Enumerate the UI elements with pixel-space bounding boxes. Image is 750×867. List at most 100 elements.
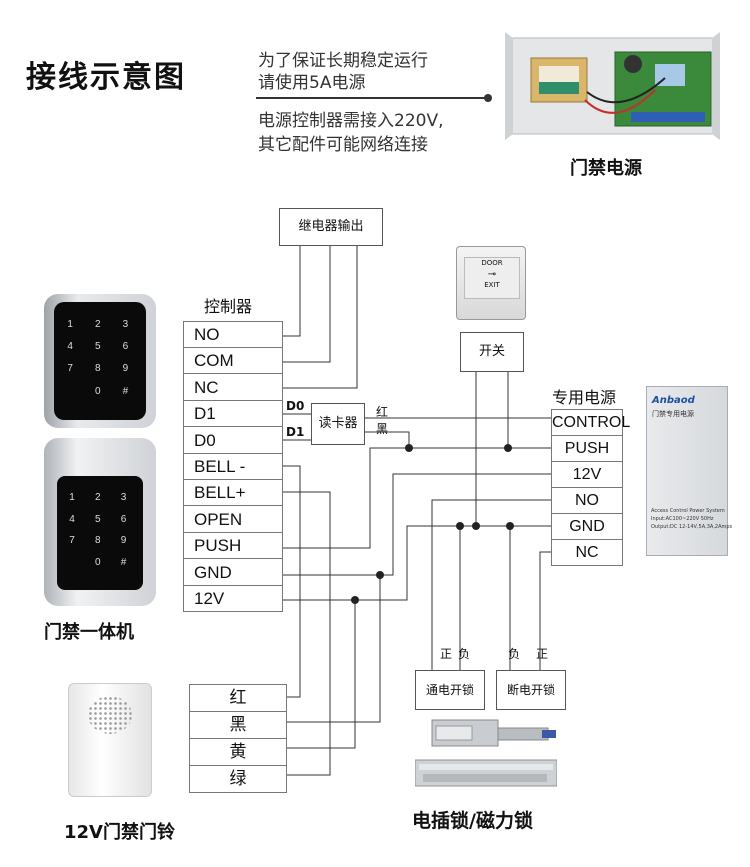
speaker-grille-icon (88, 696, 132, 734)
wire-nc-relay (281, 244, 358, 389)
wire-red-label: 红 (376, 405, 389, 419)
bell-terminal-2: 黄 (190, 739, 286, 766)
note-line-1: 为了保证长期稳定运行 (258, 51, 428, 71)
keypad-key[interactable]: 9 (122, 363, 129, 375)
relay-output-label: 继电器输出 (298, 219, 364, 234)
power-supply-photo (505, 30, 720, 142)
keypad-key[interactable]: 5 (95, 340, 101, 352)
electric-bolt-lock-photo (422, 718, 558, 748)
bell-terminal-1: 黑 (190, 712, 286, 739)
fail-safe-lock-label: 断电开锁 (506, 683, 555, 697)
keypad-bottom-screen: 1 2 3 4 5 6 7 8 9 0 # (57, 476, 143, 590)
fail-secure-lock-label: 通电开锁 (425, 683, 474, 697)
dedicated-power-label: 专用电源 (552, 388, 617, 407)
power-box-spec-3: Output:DC 12-14V,5A,3A,2Amps (651, 524, 733, 530)
controller-terminal-4: D0 (184, 428, 282, 454)
keypad-key[interactable]: # (120, 556, 127, 568)
exit-button-photo: DOOR ⊸ EXIT (456, 246, 526, 320)
keypad-key[interactable]: 6 (122, 340, 129, 352)
power-box-brand: Anbaod (652, 395, 695, 406)
keypad-key[interactable]: 5 (95, 513, 101, 525)
wire-no (431, 499, 551, 670)
keypad-key[interactable]: 1 (67, 318, 73, 330)
note-line-4: 其它配件可能网络连接 (258, 135, 428, 155)
keypad-top-photo: 1 2 3 4 5 6 7 8 9 0 # (44, 294, 156, 428)
controller-terminal-1: COM (184, 348, 282, 375)
lock2-pos-label: 正 (536, 647, 549, 661)
controller-terminal-0: NO (184, 322, 282, 348)
controller-terminal-5: BELL - (184, 454, 282, 480)
switch-box: 开关 (460, 332, 524, 372)
bell-terminal-block: 红黑黄绿 (189, 684, 287, 793)
key-icon: ⊸ (487, 269, 497, 280)
lock2-neg-label: 负 (508, 647, 521, 661)
lock1-neg-label: 负 (458, 647, 471, 661)
controller-terminal-10: 12V (184, 586, 282, 612)
controller-terminal-7: OPEN (184, 507, 282, 533)
keypad-key[interactable]: 8 (95, 535, 101, 547)
power-terminal-2: 12V (552, 462, 622, 488)
note-divider (256, 97, 488, 99)
keypad-caption: 门禁一体机 (44, 622, 134, 643)
reader-box: 读卡器 (311, 403, 365, 445)
wire-no-relay (281, 244, 301, 337)
power-terminal-5: NC (552, 540, 622, 566)
controller-terminal-3: D1 (184, 401, 282, 428)
keypad-key[interactable]: 4 (67, 340, 73, 352)
keypad-key[interactable]: 6 (120, 513, 127, 525)
exit-button-panel: DOOR ⊸ EXIT (464, 257, 520, 299)
power-box-sub: 门禁专用电源 (652, 410, 694, 418)
wire-black-label: 黑 (376, 422, 389, 436)
doorbell-photo (68, 683, 152, 797)
power-box-spec-1: Access Control Power System (651, 508, 725, 514)
magnetic-lock-photo (414, 756, 558, 790)
power-supply-photo-label: 门禁电源 (570, 158, 642, 179)
reader-label: 读卡器 (318, 416, 358, 431)
power-box-spec-2: Input:AC100~220V 50Hz (651, 516, 714, 522)
lock-caption: 电插锁/磁力锁 (412, 810, 533, 832)
exit-button-door-text: DOOR (481, 259, 503, 267)
bell-terminal-0: 红 (190, 685, 286, 712)
keypad-key[interactable]: 3 (122, 318, 129, 330)
power-box-photo: Anbaod 门禁专用电源 Access Control Power Syste… (646, 386, 732, 556)
power-terminal-3: NO (552, 488, 622, 514)
note-line-2: 请使用5A电源 (258, 73, 366, 93)
wire-reader-black (363, 431, 410, 448)
power-terminal-1: PUSH (552, 436, 622, 462)
keypad-key[interactable]: 2 (95, 491, 101, 503)
wire-nc (539, 551, 551, 670)
wire-d1-label: D1 (286, 425, 305, 439)
keypad-key[interactable]: 7 (69, 535, 75, 547)
keypad-key[interactable]: 1 (69, 491, 75, 503)
wire-bell-plus (281, 491, 331, 776)
controller-label: 控制器 (204, 297, 253, 316)
keypad-key[interactable]: 9 (120, 535, 127, 547)
keypad-key[interactable]: 0 (95, 385, 101, 397)
fail-safe-lock-box: 断电开锁 (496, 670, 566, 710)
keypad-key[interactable]: 2 (95, 318, 101, 330)
page-title: 接线示意图 (26, 60, 186, 95)
keypad-key[interactable]: 8 (95, 363, 101, 375)
keypad-key[interactable]: 4 (69, 513, 75, 525)
keypad-top-screen: 1 2 3 4 5 6 7 8 9 0 # (54, 302, 146, 420)
note-divider-dot (484, 94, 492, 102)
wire-com-relay (281, 244, 331, 363)
switch-label: 开关 (478, 344, 505, 359)
keypad-key[interactable]: 0 (95, 556, 101, 568)
keypad-key[interactable]: 3 (120, 491, 127, 503)
keypad-key[interactable]: # (122, 385, 129, 397)
power-terminal-0: CONTROL (552, 410, 630, 436)
wire-bell-minus (281, 465, 301, 698)
lock1-pos-label: 正 (440, 647, 453, 661)
keypad-bottom-photo: 1 2 3 4 5 6 7 8 9 0 # (44, 438, 156, 606)
wire-bell-black (285, 575, 381, 723)
keypad-key[interactable]: 7 (67, 363, 73, 375)
controller-terminal-9: GND (184, 560, 282, 586)
wire-push (281, 447, 551, 549)
bell-terminal-3: 绿 (190, 766, 286, 793)
controller-terminal-6: BELL+ (184, 480, 282, 507)
note-line-3: 电源控制器需接入220V, (258, 111, 444, 131)
fail-secure-lock-box: 通电开锁 (415, 670, 485, 710)
